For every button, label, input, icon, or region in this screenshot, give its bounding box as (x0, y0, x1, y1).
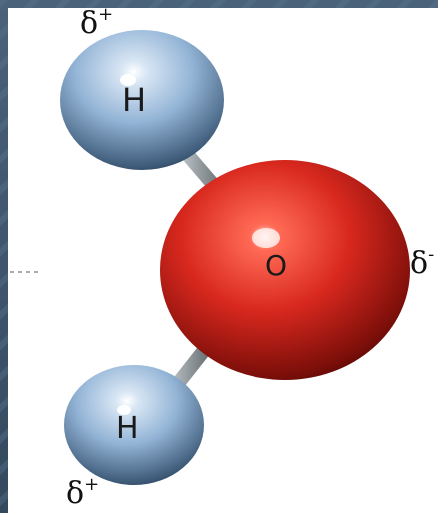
hydrogen-atom-bottom (64, 365, 204, 485)
hydrogen-top-symbol: H (122, 81, 147, 119)
oxygen-highlight (252, 228, 280, 248)
partial-charge-oxygen: δ- (410, 246, 434, 281)
hydrogen-top-highlight (120, 74, 136, 86)
charge-delta-bottom: δ (66, 476, 85, 511)
oxygen-symbol: O (265, 249, 288, 282)
charge-delta-oxygen: δ (410, 246, 429, 281)
partial-charge-bottom: δ+ (66, 476, 99, 511)
charge-sign-top: + (98, 4, 114, 25)
oxygen-atom (160, 160, 410, 380)
hydrogen-bottom-symbol: H (116, 411, 139, 446)
hydrogen-atom-top (60, 30, 224, 170)
charge-delta-top: δ (80, 6, 99, 41)
hydrogen-bottom-highlight (117, 405, 131, 415)
partial-charge-top: δ+ (80, 6, 113, 41)
charge-sign-oxygen: - (428, 244, 435, 265)
charge-sign-bottom: + (84, 474, 100, 495)
